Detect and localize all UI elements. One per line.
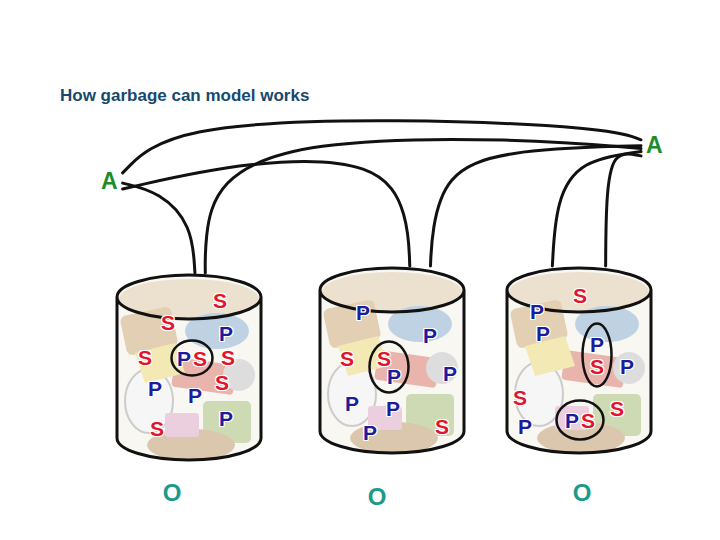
connector-line bbox=[430, 146, 641, 266]
can-letter: P bbox=[219, 408, 233, 429]
can-letter: P bbox=[565, 410, 579, 431]
can-letter: S bbox=[573, 285, 587, 306]
pairing-ring: SP bbox=[368, 340, 410, 394]
junk-pile bbox=[117, 275, 261, 461]
pairing-ring: PS bbox=[581, 322, 613, 388]
can-letter: S bbox=[213, 290, 227, 311]
junk-pile bbox=[507, 268, 651, 454]
connector-line bbox=[123, 183, 195, 273]
can-letter: P bbox=[148, 378, 162, 399]
ring-ellipse bbox=[172, 341, 213, 376]
ring-ellipse bbox=[583, 324, 612, 387]
can-letter: S bbox=[161, 312, 175, 333]
ring-outline bbox=[555, 399, 605, 441]
can-letter: P bbox=[345, 393, 359, 414]
can-letter: P bbox=[363, 422, 377, 443]
can-letter: P bbox=[386, 398, 400, 419]
connector-line bbox=[552, 152, 641, 266]
can-letter: S bbox=[435, 416, 449, 437]
can-letter: P bbox=[518, 416, 532, 437]
can-letter: P bbox=[188, 385, 202, 406]
garbage-can: PSPSSPPPSSPO bbox=[505, 266, 653, 456]
can-letter: S bbox=[215, 372, 229, 393]
can-letter: P bbox=[219, 323, 233, 344]
can-outline-path bbox=[507, 268, 651, 453]
can-letter: P bbox=[356, 302, 370, 323]
ring-ellipse bbox=[370, 342, 409, 393]
connector-line bbox=[205, 139, 641, 273]
pairing-ring: PS bbox=[170, 339, 214, 377]
can-letter: S bbox=[193, 348, 207, 369]
diagram-title: How garbage can model works bbox=[60, 86, 309, 106]
can-letter: S bbox=[581, 410, 595, 431]
actor-node: A bbox=[99, 167, 120, 196]
can-label: O bbox=[368, 485, 387, 509]
junk-pile bbox=[320, 268, 464, 454]
can-outline-path bbox=[320, 268, 464, 453]
garbage-can: SPPPSPPPSPO bbox=[318, 266, 466, 456]
can-contents bbox=[117, 275, 261, 461]
ring-ellipse bbox=[557, 401, 604, 440]
can-label: O bbox=[163, 481, 182, 505]
can-letter: S bbox=[610, 398, 624, 419]
garbage-can: PSSSPSSSPPPSO bbox=[115, 273, 263, 463]
can-letter: S bbox=[513, 387, 527, 408]
can-letter: P bbox=[387, 366, 401, 387]
connector-line bbox=[123, 121, 641, 173]
can-letter: P bbox=[443, 363, 457, 384]
connector-line bbox=[606, 154, 641, 266]
can-contents bbox=[320, 268, 464, 454]
actor-label: A bbox=[646, 133, 663, 158]
can-letter: P bbox=[620, 356, 634, 377]
can-letter: S bbox=[340, 348, 354, 369]
can-letter: P bbox=[177, 348, 191, 369]
ring-outline bbox=[170, 339, 214, 377]
can-letter: P bbox=[590, 334, 604, 355]
can-letter: S bbox=[150, 418, 164, 439]
can-letter: P bbox=[423, 325, 437, 346]
can-letter: P bbox=[530, 301, 544, 322]
can-letter: S bbox=[590, 356, 604, 377]
connector-line bbox=[123, 162, 410, 266]
actor-node: A bbox=[644, 131, 665, 160]
can-label: O bbox=[573, 481, 592, 505]
can-contents bbox=[507, 268, 651, 454]
can-letter: S bbox=[138, 347, 152, 368]
can-outline-path bbox=[117, 275, 261, 460]
can-letter: S bbox=[221, 347, 235, 368]
pairing-ring: PS bbox=[555, 399, 605, 441]
can-letter: P bbox=[536, 323, 550, 344]
actor-label: A bbox=[101, 169, 118, 194]
